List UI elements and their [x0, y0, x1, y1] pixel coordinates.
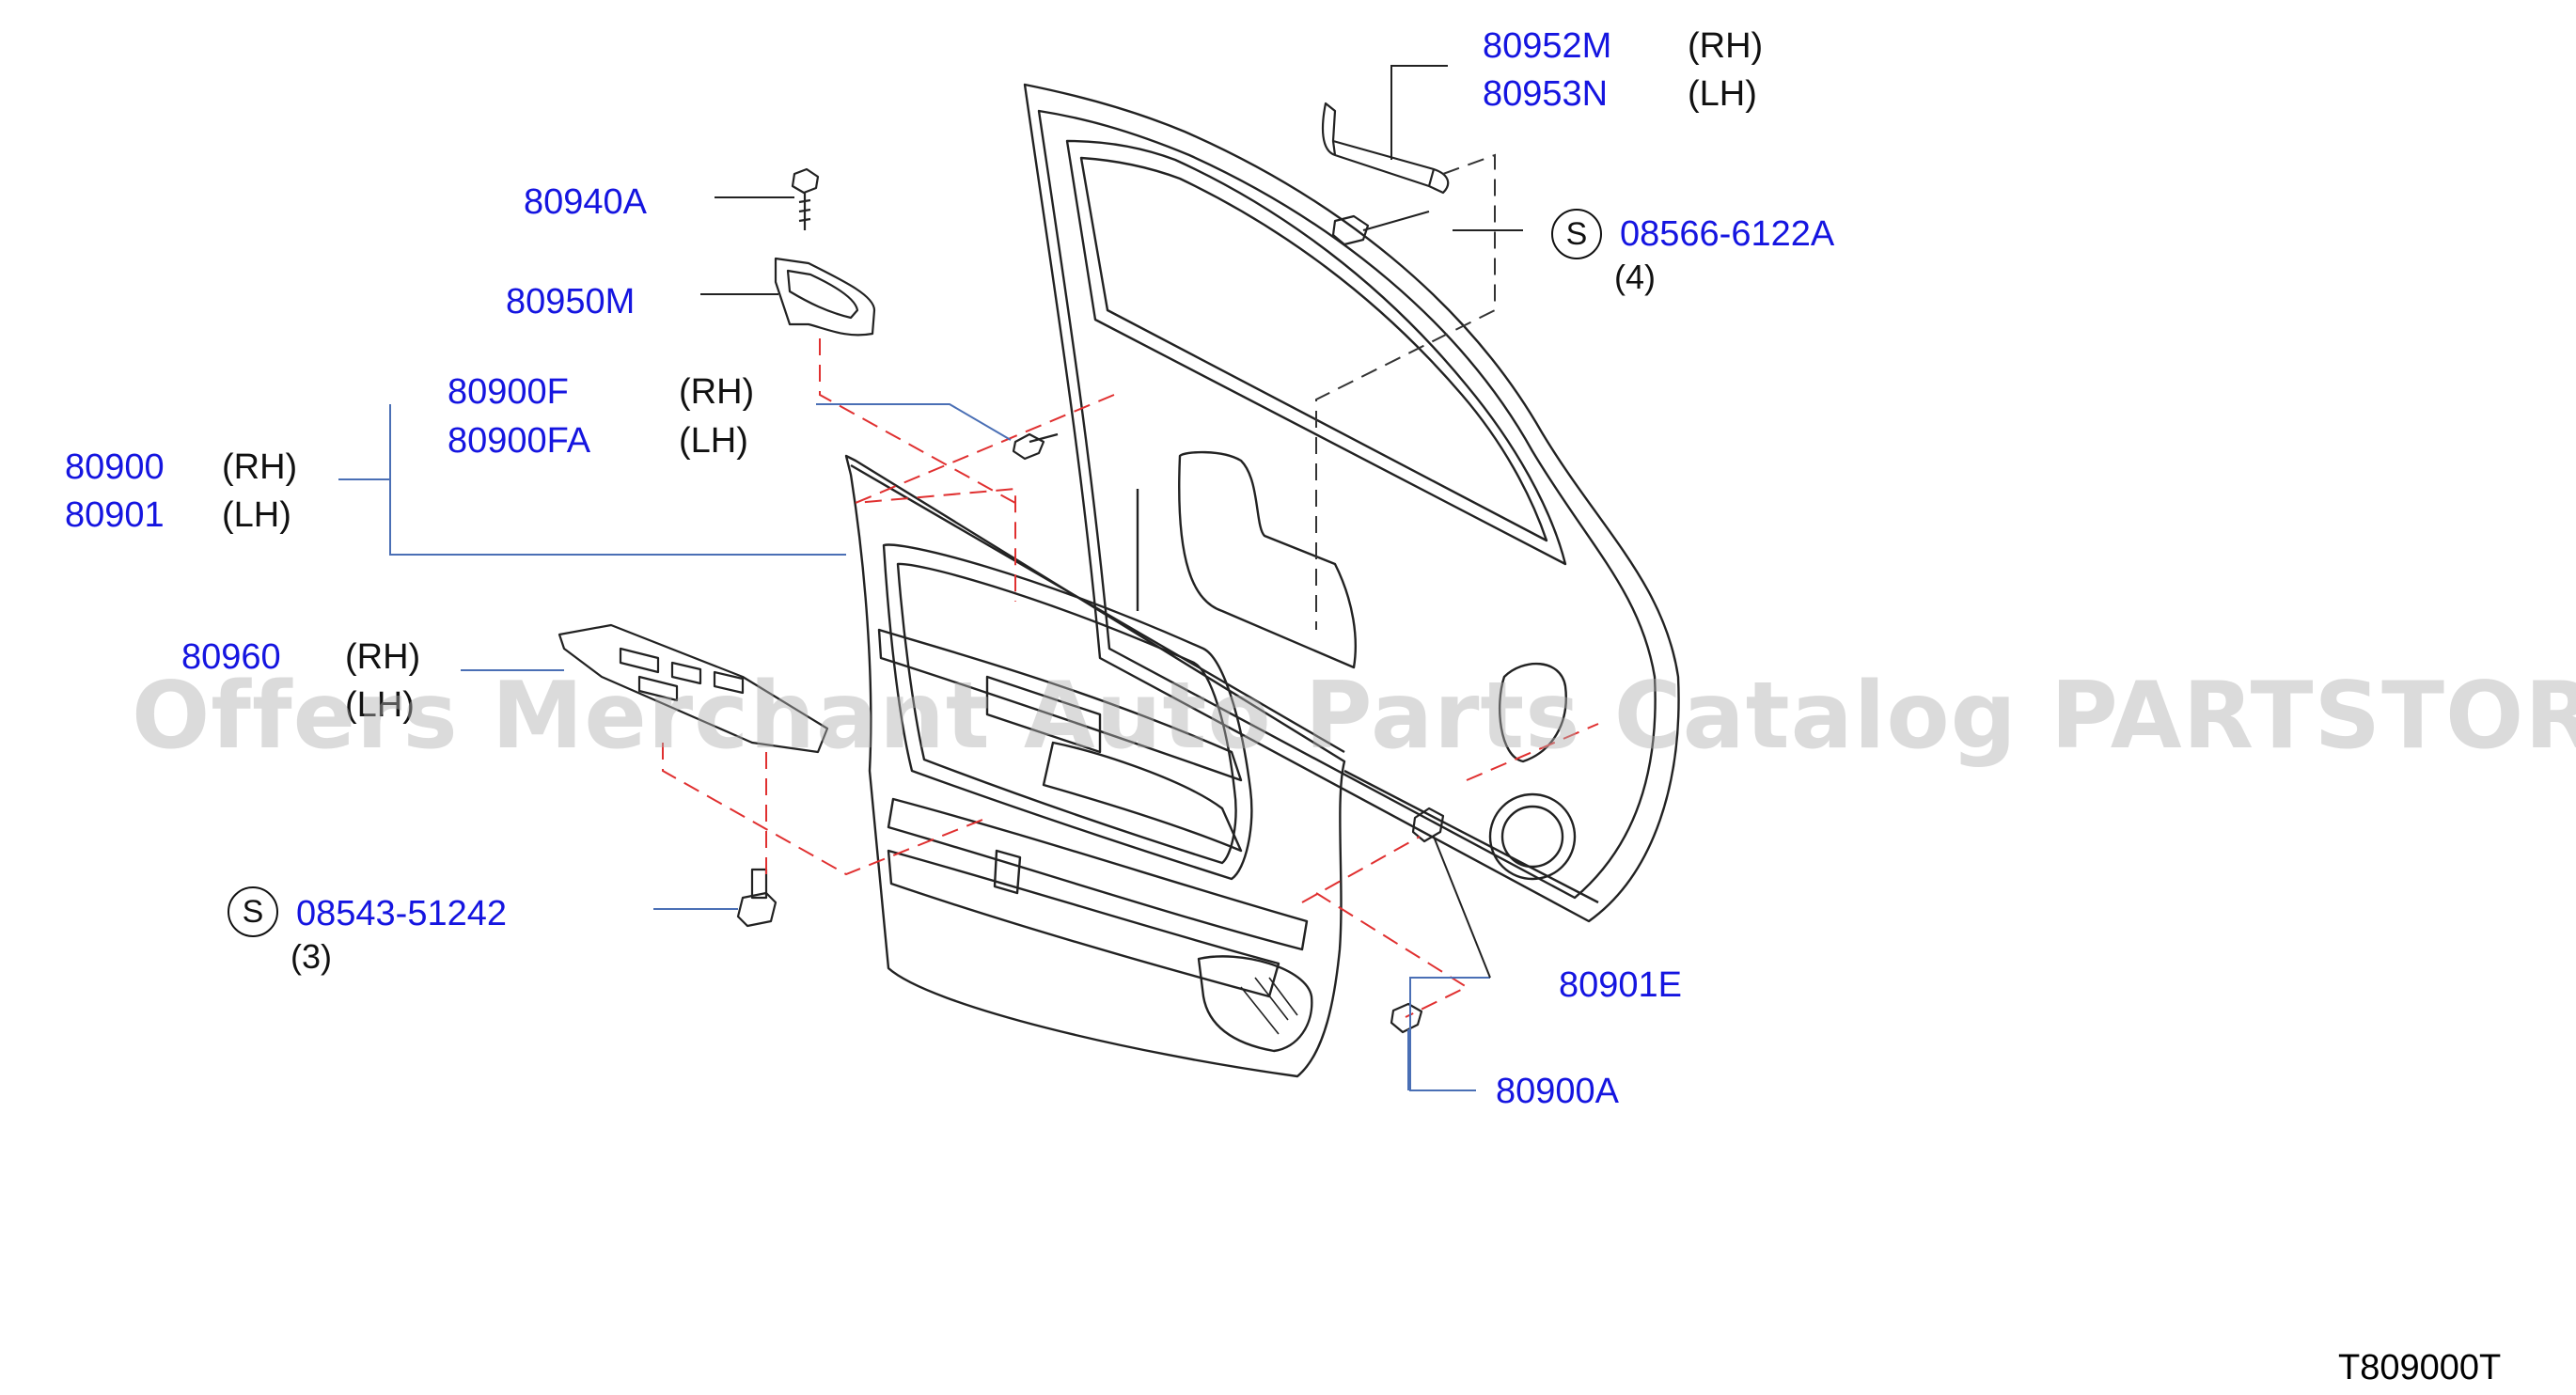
clip-80901e — [1411, 807, 1445, 843]
bolt-08566 — [1331, 214, 1370, 246]
trim-panel-upper-pocket-inner — [896, 562, 1237, 865]
s-symbol-08566: S — [1551, 209, 1602, 259]
black-leader-lines — [700, 65, 1523, 979]
label-80900: 80900 — [65, 447, 165, 487]
label-80952m: 80952M — [1483, 26, 1612, 66]
reflector — [993, 849, 1022, 895]
label-80952m-side: (RH) — [1688, 26, 1764, 66]
armrest — [877, 628, 1243, 782]
label-80953n: 80953N — [1483, 74, 1609, 114]
door-inner-frame — [1037, 109, 1657, 900]
door-trim-panel — [844, 454, 1346, 1078]
door-inner-panel-cutout — [1178, 450, 1357, 669]
label-08566-qty: (4) — [1614, 258, 1656, 296]
speaker-grille — [1197, 955, 1313, 1053]
label-80900fa-side: (LH) — [679, 421, 748, 461]
handle-recess — [1042, 741, 1243, 853]
trim-panel-outline — [844, 454, 1346, 1078]
label-80901e: 80901E — [1559, 965, 1683, 1005]
label-08566-6122a: 08566-6122A — [1620, 214, 1835, 254]
label-80960: 80960 — [181, 637, 281, 677]
door-outer-frame — [1023, 83, 1680, 923]
trim-panel-top-edge — [850, 463, 1345, 754]
diagram-code: T809000T — [2338, 1348, 2502, 1387]
leader-lines — [338, 403, 1490, 1091]
label-80950m: 80950M — [506, 282, 636, 321]
clip-80900f — [1012, 432, 1045, 461]
label-80901-side: (LH) — [222, 495, 291, 535]
speaker-hole-lower — [1488, 792, 1577, 881]
label-80940a: 80940A — [524, 182, 648, 222]
label-08543-51242: 08543-51242 — [296, 894, 507, 933]
window-opening — [1065, 139, 1567, 566]
map-pocket — [887, 797, 1309, 951]
cup-80950m — [774, 257, 876, 337]
watermark: Offers Merchant Auto Parts Catalog PARTS… — [132, 663, 2576, 770]
bracket-dashed-lines — [1315, 153, 1496, 630]
speaker-hole-upper — [1499, 663, 1567, 763]
label-80901: 80901 — [65, 495, 165, 535]
label-80961-side: (LH) — [345, 685, 415, 725]
label-08543-qty: (3) — [291, 937, 332, 976]
label-80900f-side: (RH) — [679, 372, 755, 412]
switch-opening — [985, 675, 1102, 754]
label-80900-side: (RH) — [222, 447, 298, 487]
grille-hatch — [1240, 977, 1298, 1035]
screw-80940a — [791, 167, 820, 195]
label-80900a: 80900A — [1496, 1072, 1620, 1111]
label-80960-side: (RH) — [345, 637, 421, 677]
clip-80900a — [1390, 1002, 1423, 1034]
assembly-dashed-lines — [662, 338, 1599, 1018]
switch-panel-80960 — [558, 623, 829, 754]
window-inner — [1079, 156, 1548, 542]
door-shell — [1023, 83, 1680, 923]
speaker-hole-lower-inner — [1500, 805, 1564, 869]
s-symbol-08543: S — [228, 886, 278, 937]
label-80953n-side: (LH) — [1688, 74, 1757, 114]
trim-panel-upper-pocket — [882, 543, 1253, 881]
label-80900f: 80900F — [448, 372, 569, 412]
small-parts — [558, 102, 1450, 1034]
label-80900fa: 80900FA — [448, 421, 591, 461]
bracket-80952m — [1321, 102, 1450, 195]
map-pocket-lower — [887, 849, 1280, 998]
